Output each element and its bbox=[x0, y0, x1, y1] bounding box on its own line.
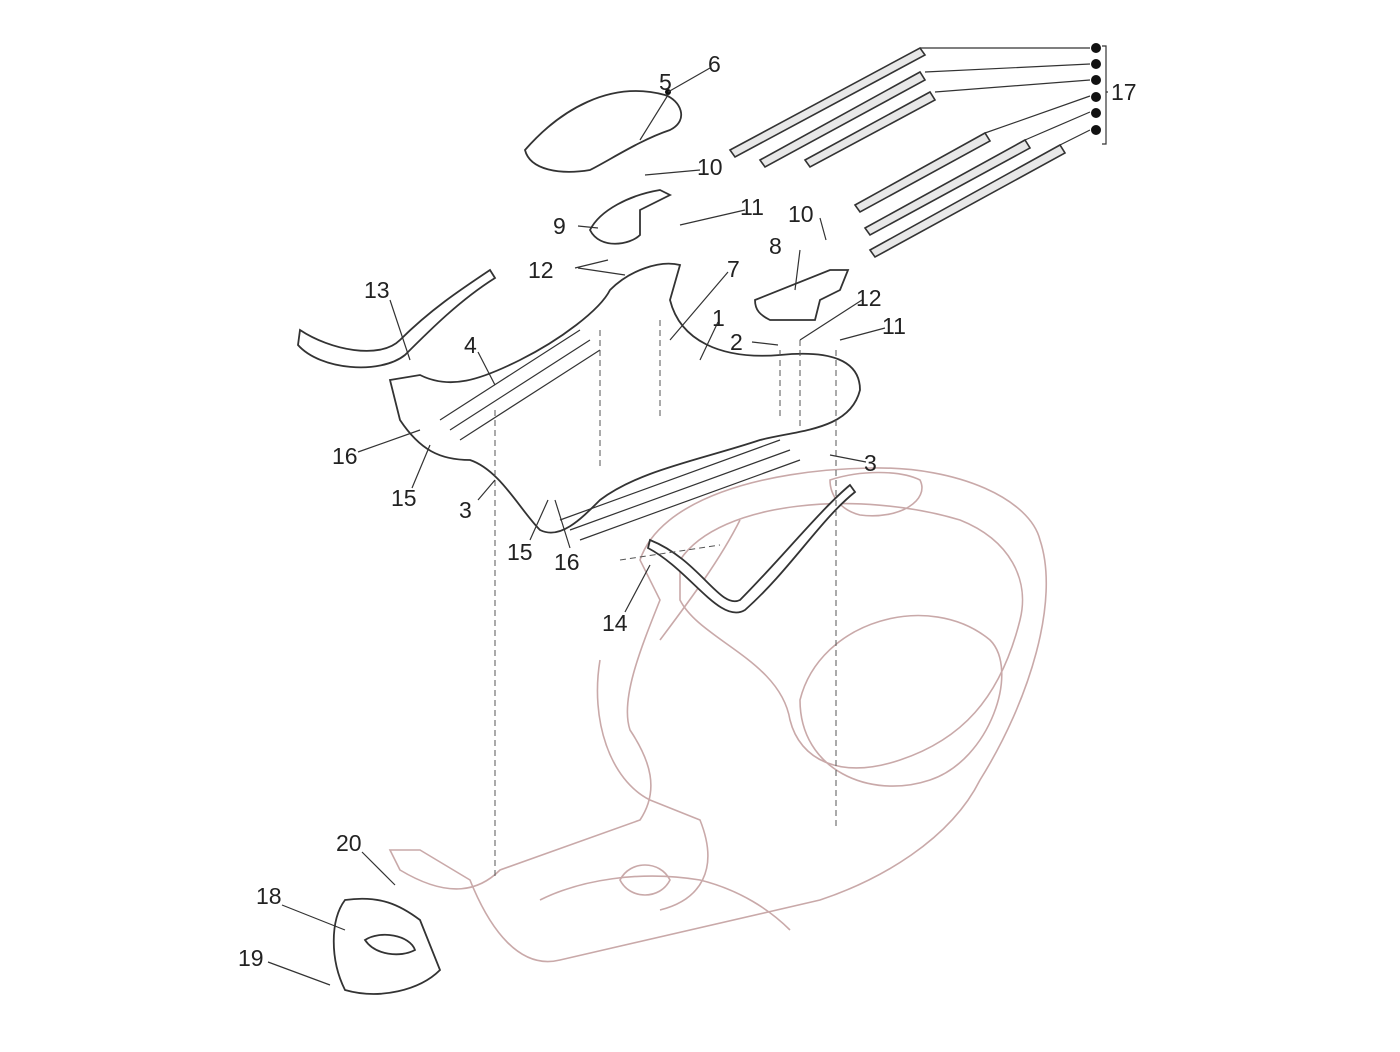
label-10: 10 bbox=[697, 154, 723, 180]
label-15b: 15 bbox=[507, 539, 533, 565]
label-5: 5 bbox=[659, 69, 672, 95]
label-13: 13 bbox=[364, 277, 390, 303]
part-14-trim bbox=[646, 483, 857, 614]
label-6: 6 bbox=[708, 51, 721, 77]
label-16b: 16 bbox=[554, 549, 580, 575]
label-2: 2 bbox=[730, 329, 743, 355]
label-17: 17 bbox=[1111, 79, 1137, 105]
label-10b: 10 bbox=[788, 201, 814, 227]
label-11: 11 bbox=[740, 194, 764, 220]
label-19: 19 bbox=[238, 945, 264, 971]
label-11b: 11 bbox=[882, 313, 906, 339]
label-20: 20 bbox=[336, 830, 362, 856]
label-9: 9 bbox=[553, 213, 566, 239]
label-12: 12 bbox=[528, 257, 554, 283]
part-13-trim bbox=[297, 268, 497, 369]
label-3: 3 bbox=[459, 497, 472, 523]
label-1: 1 bbox=[712, 305, 725, 331]
label-16: 16 bbox=[332, 443, 358, 469]
label-12b: 12 bbox=[856, 285, 882, 311]
label-3b: 3 bbox=[864, 450, 877, 476]
part-1-floorboard bbox=[388, 262, 861, 534]
part-5-cover bbox=[524, 90, 683, 173]
label-4: 4 bbox=[464, 332, 477, 358]
label-7: 7 bbox=[727, 256, 740, 282]
label-18: 18 bbox=[256, 883, 282, 909]
part-8-bracket bbox=[754, 269, 850, 321]
label-14: 14 bbox=[602, 610, 628, 636]
part-17-trim-strips bbox=[728, 43, 1107, 259]
label-8: 8 bbox=[769, 233, 782, 259]
scooter-body bbox=[388, 467, 1048, 963]
part-9-bracket bbox=[588, 189, 673, 245]
part-labels: 5 6 10 11 9 12 7 10 8 12 11 1 2 13 4 16 … bbox=[238, 51, 1137, 971]
leader-lines bbox=[267, 67, 1108, 986]
label-15: 15 bbox=[391, 485, 417, 511]
